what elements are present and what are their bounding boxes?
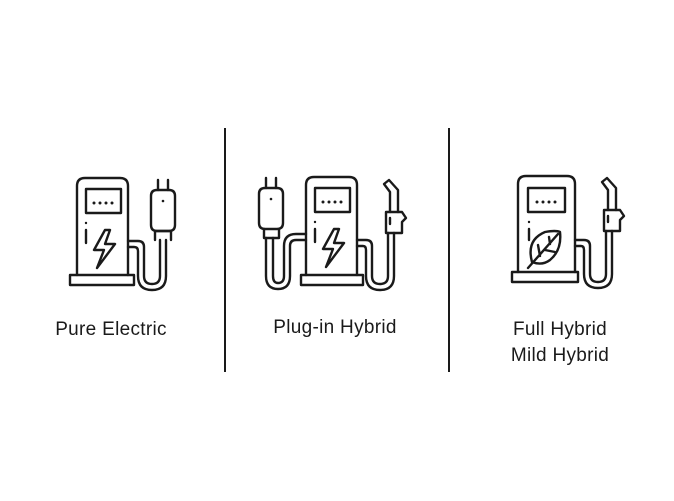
category-label-pure-electric: Pure Electric (11, 317, 211, 343)
label-line: Plug-in Hybrid (273, 317, 397, 338)
lightning-bolt-icon (92, 228, 117, 270)
pump-base (68, 273, 136, 287)
divider (448, 128, 450, 372)
fuel-nozzle-icon (384, 210, 408, 235)
label-line: Mild Hybrid (510, 345, 610, 366)
divider (224, 128, 226, 372)
label-line: Full Hybrid (512, 319, 608, 340)
label-line: Pure Electric (55, 319, 167, 340)
hybrid-charging-fuel-station-icon (257, 175, 408, 292)
pump-screen (84, 187, 123, 215)
leaf-icon (529, 229, 562, 265)
pump-body (75, 176, 130, 277)
category-label-full-mild-hybrid: Full Hybrid Mild Hybrid (460, 317, 660, 369)
category-label-plug-in-hybrid: Plug-in Hybrid (235, 315, 435, 341)
plug-icon (257, 186, 285, 231)
ev-charging-station-icon (68, 176, 177, 292)
fuel-pump-leaf-icon (510, 174, 626, 290)
lightning-bolt-icon (321, 227, 346, 269)
plug-icon (149, 188, 177, 233)
fuel-nozzle-icon (602, 208, 626, 233)
